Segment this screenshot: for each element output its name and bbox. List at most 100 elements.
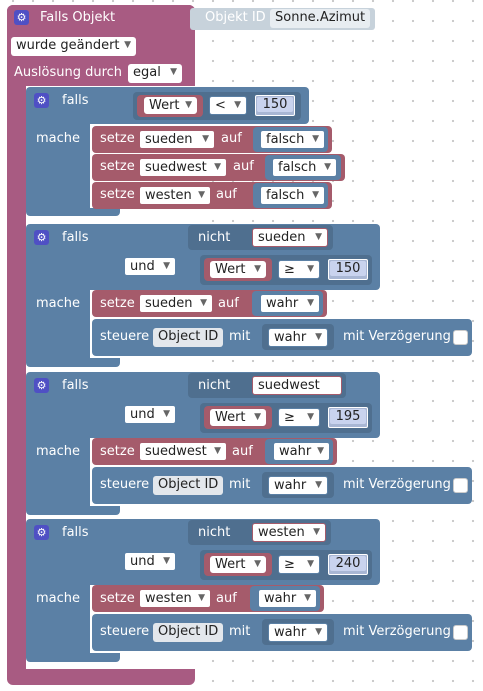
delay-checkbox[interactable]	[453, 625, 468, 640]
variable-dropdown[interactable]: westen▼	[139, 589, 211, 608]
bool-dropdown[interactable]: falsch▼	[260, 186, 325, 205]
und-dropdown[interactable]: und▼	[124, 552, 176, 571]
gear-icon[interactable]: ⚙	[34, 93, 49, 108]
chevron-down-icon: ▼	[324, 162, 331, 172]
bool-dropdown[interactable]: wahr▼	[258, 589, 317, 608]
variable-value: sueden	[145, 132, 193, 147]
wert-dropdown[interactable]: Wert ▼	[209, 260, 267, 279]
chevron-down-icon: ▼	[198, 593, 205, 603]
number-value: 195	[330, 409, 366, 424]
number-input[interactable]: 150	[328, 259, 368, 280]
chevron-down-icon: ▼	[185, 100, 192, 110]
gear-icon[interactable]: ⚙	[14, 10, 29, 25]
variable-value: westen	[145, 188, 192, 203]
wert-dropdown[interactable]: Wert▼	[143, 96, 198, 115]
delay-label: mit Verzögerung	[343, 624, 451, 639]
mit-label: mit	[229, 477, 251, 492]
chevron-down-icon: ▼	[170, 67, 177, 77]
variable-value: sueden	[258, 230, 306, 245]
falls-label: falls	[62, 93, 89, 108]
variable-dropdown[interactable]: westen▼	[252, 523, 326, 542]
bool-value: wahr	[266, 296, 299, 311]
object-id-value: Object ID	[158, 624, 219, 639]
variable-dropdown[interactable]: sueden▼	[252, 228, 328, 247]
auf-label: auf	[233, 159, 254, 174]
bool-dropdown[interactable]: falsch▼	[272, 158, 337, 177]
variable-value: suedwest	[145, 444, 207, 459]
und-value: und	[130, 407, 155, 422]
wert-value: Wert	[215, 410, 246, 425]
auf-label: auf	[218, 296, 239, 311]
variable-value: suedwest	[145, 160, 207, 175]
operator-dropdown[interactable]: ≥▼	[278, 555, 320, 574]
setze-label: setze	[100, 187, 135, 202]
variable-dropdown[interactable]: suedwest ▼	[139, 442, 227, 461]
chevron-down-icon: ▼	[254, 412, 261, 422]
variable-dropdown[interactable]: sueden▼	[139, 130, 215, 149]
gear-icon[interactable]: ⚙	[34, 525, 49, 540]
variable-dropdown[interactable]: suedwest	[252, 376, 342, 395]
auf-label: auf	[216, 187, 237, 202]
wert-dropdown[interactable]: Wert▼	[209, 555, 267, 574]
condition-dropdown[interactable]: wurde geändert▼	[11, 37, 136, 56]
number-value: 240	[330, 556, 366, 571]
und-dropdown[interactable]: und▼	[124, 257, 176, 276]
bool-dropdown[interactable]: wahr▼	[268, 623, 328, 642]
gear-icon[interactable]: ⚙	[34, 230, 49, 245]
mache-label: mache	[36, 591, 81, 606]
object-id-value: Object ID	[158, 329, 219, 344]
chevron-down-icon: ▼	[254, 559, 261, 569]
wert-value: Wert	[215, 262, 246, 277]
variable-dropdown[interactable]: suedwest ▼	[139, 158, 227, 177]
chevron-down-icon: ▼	[124, 40, 131, 50]
object-id-value: Sonne.Azimut	[275, 10, 366, 25]
steuere-label: steuere	[100, 329, 150, 344]
bool-dropdown[interactable]: wahr▼	[268, 328, 328, 347]
bool-value: wahr	[274, 478, 307, 493]
bool-dropdown[interactable]: wahr▼	[268, 476, 328, 495]
steuere-label: steuere	[100, 477, 150, 492]
chevron-down-icon: ▼	[214, 446, 221, 456]
number-value: 150	[330, 261, 366, 276]
chevron-down-icon: ▼	[312, 190, 319, 200]
delay-checkbox[interactable]	[453, 330, 468, 345]
operator-dropdown[interactable]: <▼	[209, 96, 247, 115]
setze-label: setze	[100, 296, 135, 311]
object-id-dropdown[interactable]: Object ID	[153, 476, 223, 495]
chevron-down-icon: ▼	[313, 527, 320, 537]
number-input[interactable]: 240	[328, 554, 368, 575]
object-id-dropdown[interactable]: Object ID	[153, 623, 223, 642]
gear-icon[interactable]: ⚙	[34, 378, 49, 393]
bool-dropdown[interactable]: wahr ▼	[273, 442, 330, 461]
object-id-dropdown[interactable]: Object ID	[153, 328, 223, 347]
chevron-down-icon: ▼	[198, 190, 205, 200]
object-id-field[interactable]: Sonne.Azimut	[270, 9, 370, 28]
bool-dropdown[interactable]: falsch▼	[260, 130, 325, 149]
number-input[interactable]: 150	[255, 95, 295, 116]
wert-dropdown[interactable]: Wert ▼	[209, 408, 267, 427]
variable-dropdown[interactable]: westen ▼	[139, 186, 211, 205]
variable-dropdown[interactable]: sueden▼	[139, 294, 213, 313]
und-dropdown[interactable]: und▼	[124, 405, 176, 424]
delay-checkbox[interactable]	[453, 478, 468, 493]
variable-value: sueden	[145, 296, 193, 311]
bool-value: wahr	[279, 444, 312, 459]
object-id-value: Object ID	[158, 477, 219, 492]
auf-label: auf	[221, 131, 242, 146]
chevron-down-icon: ▼	[214, 162, 221, 172]
mache-label: mache	[36, 444, 81, 459]
chevron-down-icon: ▼	[254, 264, 261, 274]
falls-label: falls	[62, 378, 89, 393]
mache-label: mache	[36, 296, 81, 311]
nicht-label: nicht	[198, 378, 231, 393]
setze-label: setze	[100, 444, 135, 459]
bool-dropdown[interactable]: wahr▼	[260, 294, 320, 313]
operator-dropdown[interactable]: ≥▼	[278, 260, 320, 279]
bool-value: wahr	[264, 591, 297, 606]
chevron-down-icon: ▼	[163, 261, 170, 271]
operator-dropdown[interactable]: ≥▼	[278, 408, 320, 427]
number-input[interactable]: 195	[328, 407, 368, 428]
trigger-dropdown[interactable]: egal▼	[128, 64, 182, 83]
auf-label: auf	[232, 444, 253, 459]
chevron-down-icon: ▼	[317, 446, 324, 456]
